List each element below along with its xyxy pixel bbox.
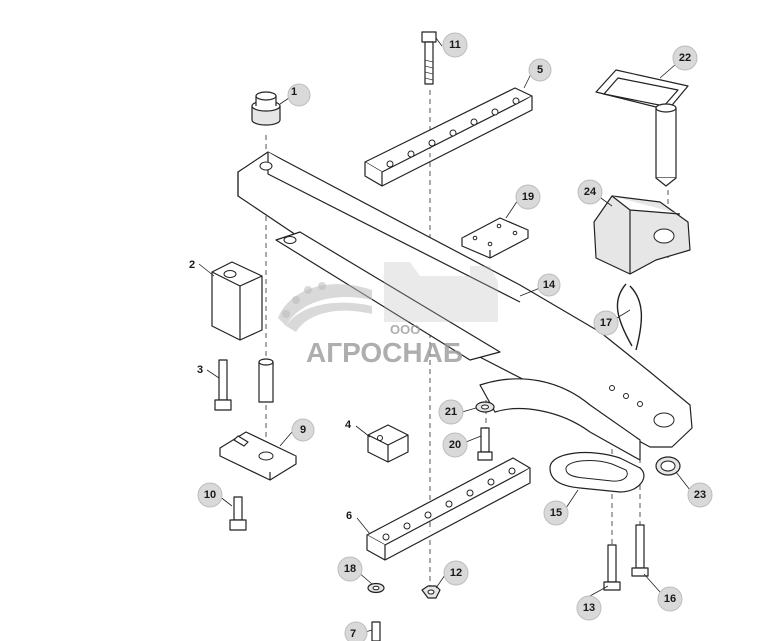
svg-text:1: 1	[291, 86, 297, 98]
svg-text:24: 24	[584, 186, 597, 198]
part-17-spring-clip	[616, 283, 643, 351]
svg-text:2: 2	[189, 259, 195, 271]
callout-2: 2	[189, 259, 195, 271]
part-23-ring	[655, 456, 681, 476]
part-6-lower-strap	[366, 457, 531, 561]
part-9-plate	[219, 431, 297, 481]
callout-19: 19	[515, 184, 541, 210]
callout-4: 4	[345, 419, 352, 431]
svg-text:20: 20	[449, 439, 461, 451]
callout-12: 12	[443, 560, 469, 586]
callouts: 1 2 3 4 5 6 7 9 10	[189, 32, 713, 641]
part-24-hitch-block	[593, 195, 691, 275]
callout-leaders	[198, 37, 691, 634]
part-12-nut	[421, 585, 441, 599]
part-11-bolt	[421, 31, 437, 85]
callout-13: 13	[576, 595, 602, 621]
part-16-bolt	[631, 524, 649, 577]
svg-text:12: 12	[450, 567, 462, 579]
part-5-upper-strap	[364, 87, 533, 187]
callout-20: 20	[442, 432, 468, 458]
svg-text:16: 16	[664, 593, 676, 605]
callout-11: 11	[442, 32, 468, 58]
callout-6: 6	[346, 510, 352, 522]
part-15-hitch-loop	[549, 451, 645, 493]
svg-text:7: 7	[350, 628, 356, 640]
callout-1: 1	[287, 83, 311, 107]
callout-9: 9	[291, 418, 315, 442]
part-7-bolt	[371, 621, 381, 641]
callout-21: 21	[438, 399, 464, 425]
part-13-bolt	[603, 544, 621, 591]
svg-text:4: 4	[345, 419, 352, 431]
watermark-brand-text: АГРОСНАБ	[306, 337, 463, 368]
part-22-handle-pin	[595, 69, 689, 187]
part-14-support-arm	[275, 231, 641, 461]
callout-3: 3	[197, 364, 203, 376]
callout-5: 5	[528, 58, 552, 82]
svg-text:18: 18	[344, 563, 356, 575]
part-10-bolt	[229, 496, 247, 531]
svg-text:9: 9	[300, 424, 306, 436]
part-19-plate	[461, 217, 529, 259]
part-2-bracket	[211, 261, 263, 341]
svg-text:6: 6	[346, 510, 352, 522]
callout-22: 22	[672, 45, 698, 71]
callout-17: 17	[593, 310, 619, 336]
part-1-bushing	[251, 91, 281, 126]
callout-10: 10	[197, 482, 223, 508]
callout-14: 14	[537, 273, 561, 297]
svg-text:10: 10	[204, 489, 216, 501]
svg-text:17: 17	[600, 317, 612, 329]
part-20-bolt	[477, 427, 493, 461]
part-3-bolt	[214, 359, 232, 411]
svg-text:22: 22	[679, 52, 691, 64]
callout-24: 24	[577, 179, 603, 205]
svg-text:19: 19	[522, 191, 534, 203]
callout-23: 23	[687, 482, 713, 508]
part-21-washer	[475, 401, 495, 413]
watermark-small-text: ООО	[390, 322, 420, 337]
watermark-logo: ООО АГРОСНАБ	[278, 262, 498, 368]
svg-text:23: 23	[694, 489, 706, 501]
callout-18: 18	[337, 556, 363, 582]
svg-text:11: 11	[449, 39, 461, 51]
svg-text:5: 5	[537, 64, 543, 76]
callout-7: 7	[344, 621, 368, 641]
svg-text:13: 13	[583, 602, 595, 614]
svg-text:14: 14	[543, 279, 556, 291]
callout-16: 16	[657, 586, 683, 612]
part-14-drawbar	[237, 151, 693, 448]
svg-text:21: 21	[445, 406, 457, 418]
part-4-block	[367, 424, 409, 463]
svg-text:3: 3	[197, 364, 203, 376]
pin-part	[258, 358, 274, 403]
svg-text:15: 15	[550, 507, 562, 519]
part-18-washer	[367, 582, 385, 594]
callout-15: 15	[543, 500, 569, 526]
